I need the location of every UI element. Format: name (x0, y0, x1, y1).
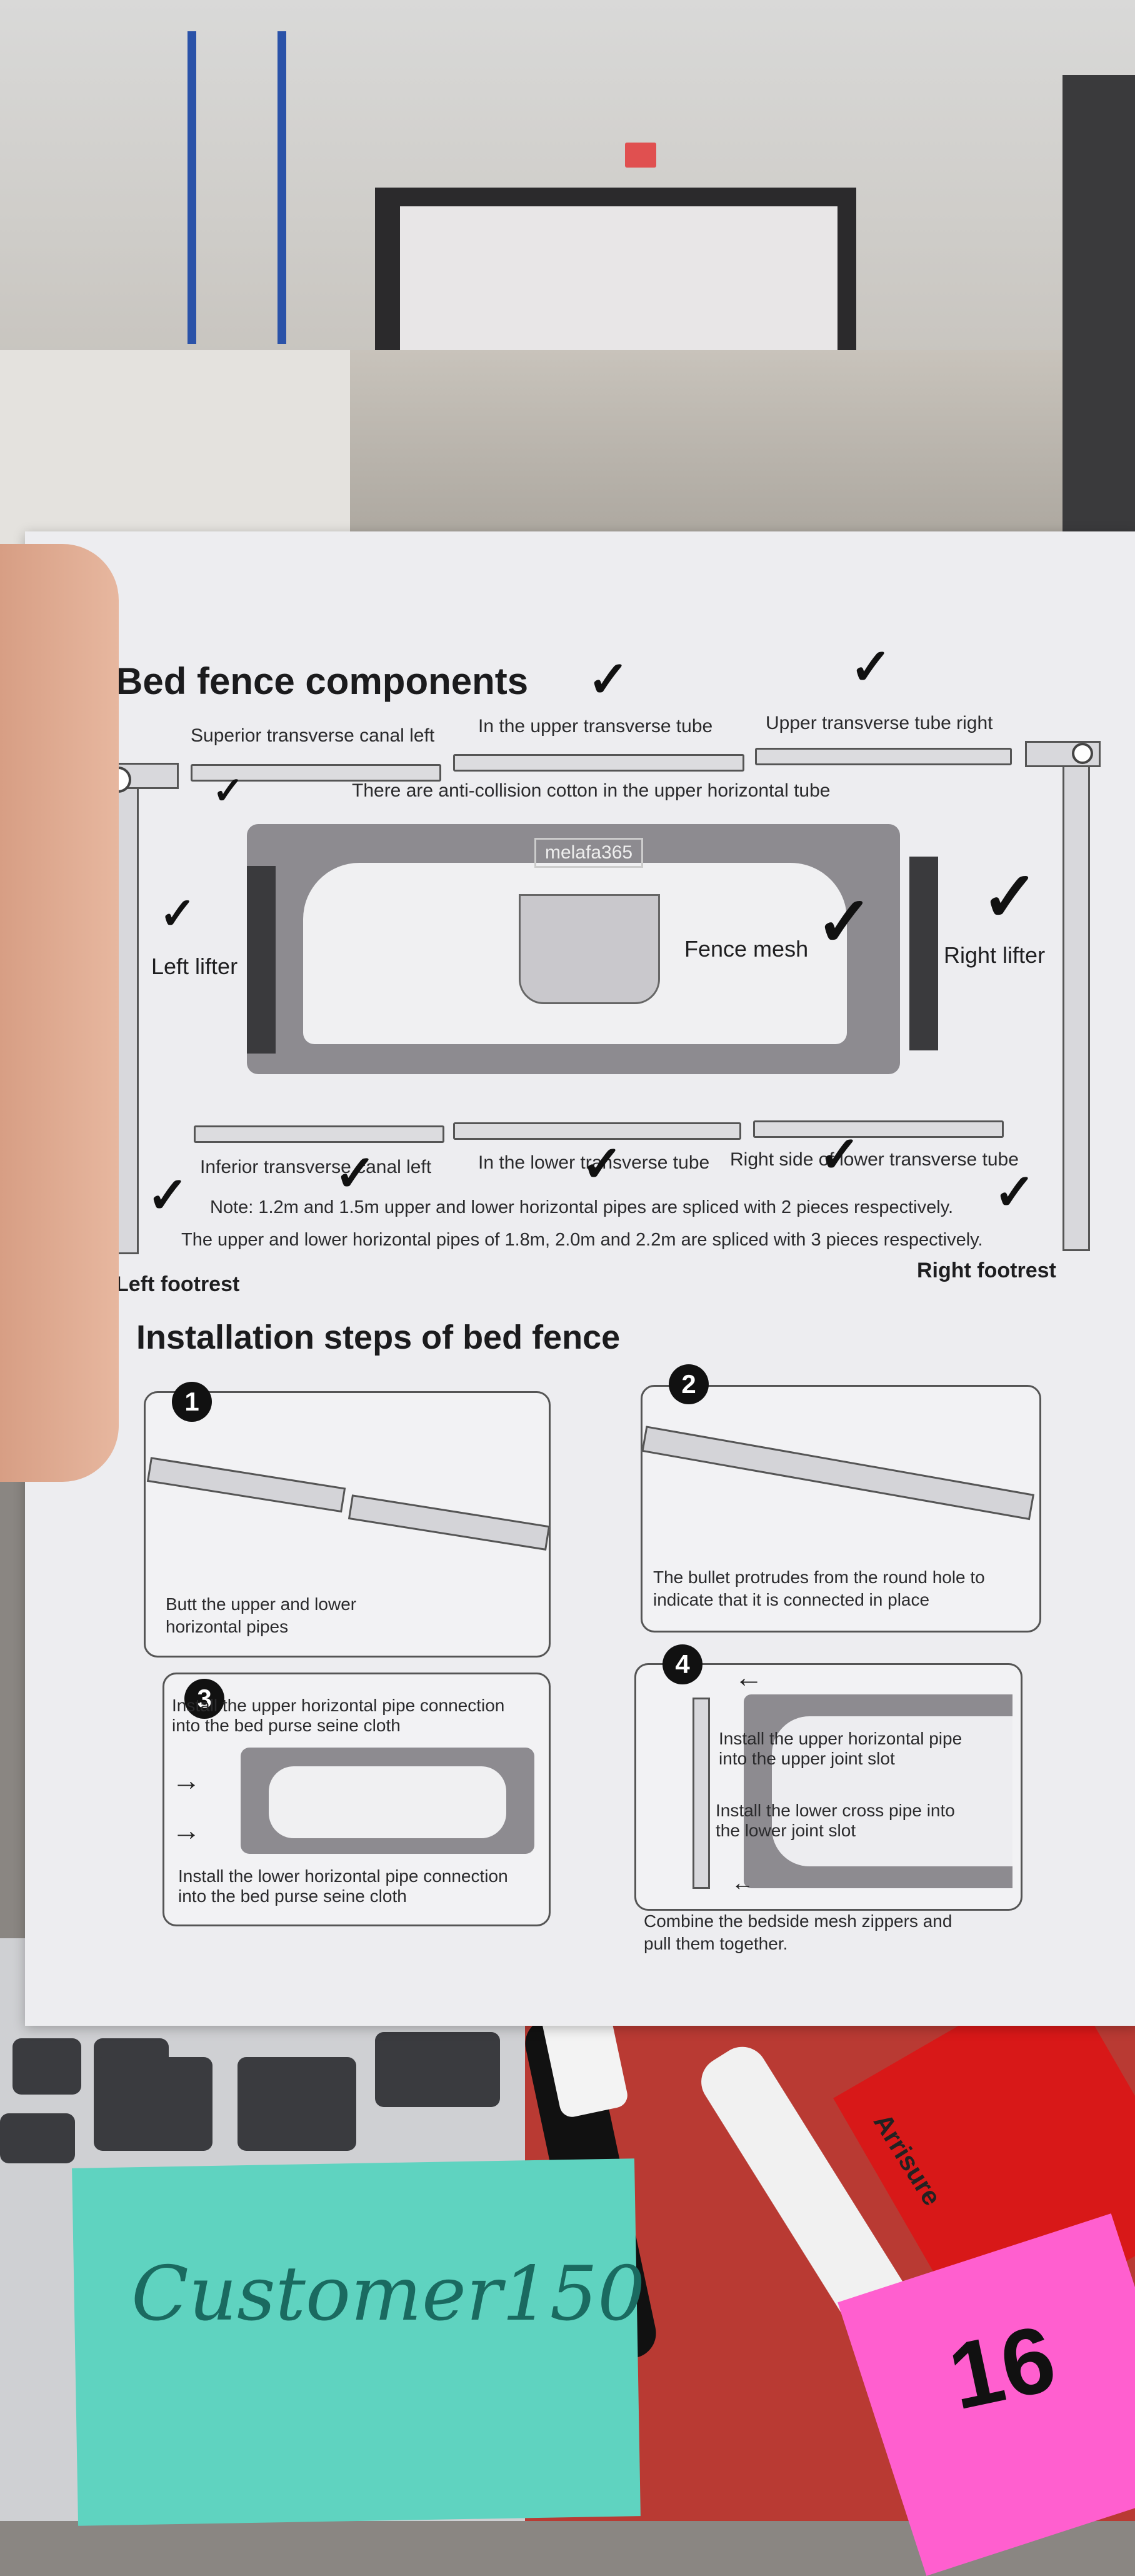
step-4-text-b: Install the lower cross pipe into the lo… (716, 1801, 955, 1840)
label-right-lifter: Right lifter (944, 942, 1046, 968)
checkmark: ✓ (212, 770, 244, 812)
note-line-1: Note: 1.2m and 1.5m upper and lower hori… (210, 1197, 954, 1217)
label-right-footrest: Right footrest (917, 1259, 1056, 1282)
label-top-right-tube: Upper transverse tube right (766, 713, 993, 733)
label-bottom-right-tube: Right side of lower transverse tube (730, 1149, 1019, 1170)
step-4-post (692, 1698, 710, 1889)
right-lifter-post (1062, 741, 1090, 1251)
arrow-right-icon: → (172, 1814, 201, 1846)
brand-logo: melafa365 (534, 838, 644, 868)
background-dark-panel (1062, 75, 1135, 575)
sticky-note-teal (72, 2158, 641, 2526)
installation-title: Installation steps of bed fence (136, 1319, 621, 1356)
fence-left-bar (247, 866, 276, 1054)
background-window-glass (400, 206, 838, 375)
step-3-text-bottom: Install the lower horizontal pipe connec… (178, 1866, 508, 1906)
fence-mesh-pocket (519, 894, 660, 1004)
laptop-key (94, 2057, 212, 2151)
label-left-lifter: Left lifter (151, 953, 238, 979)
hand-thumb (0, 544, 119, 1482)
step-3-text-top: Install the upper horizontal pipe connec… (172, 1696, 505, 1735)
laptop-key (375, 2032, 500, 2107)
checkmark: ✓ (819, 1127, 861, 1182)
step-4-text-a: Install the upper horizontal pipe into t… (719, 1729, 962, 1768)
label-bottom-middle-tube: In the lower transverse tube (478, 1152, 710, 1173)
checkmark: ✓ (581, 1136, 624, 1192)
label-top-left-tube: Superior transverse canal left (191, 725, 435, 746)
label-anti-collision: There are anti-collision cotton in the u… (352, 780, 831, 801)
label-left-footrest: Left footrest (116, 1272, 240, 1296)
page-title: Bed fence components (116, 660, 529, 702)
sticky-note-text: Customer150 (131, 2251, 646, 2338)
label-bottom-left-tube: Inferior transverse canal left (200, 1157, 432, 1177)
step-4-number: 4 (662, 1644, 702, 1684)
tube-top-left (191, 764, 441, 782)
right-knob (1072, 743, 1093, 764)
checkmark: ✓ (334, 1145, 377, 1201)
fence-right-bar (909, 857, 938, 1050)
tube-bottom-left (194, 1125, 444, 1143)
checkmark: ✓ (994, 1164, 1036, 1220)
step-4-mesh-window (772, 1716, 1012, 1866)
tube-bottom-middle (453, 1122, 741, 1140)
tube-top-right (755, 748, 1012, 765)
exit-sign (625, 143, 656, 168)
laptop-key (0, 2113, 75, 2163)
checkmark: ✓ (159, 889, 196, 938)
step-3-mesh-window (269, 1766, 506, 1838)
step-2-text: The bullet protrudes from the round hole… (653, 1567, 985, 1609)
checkmark: ✓ (147, 1167, 189, 1223)
label-top-middle-tube: In the upper transverse tube (478, 716, 713, 737)
tube-bottom-right (753, 1120, 1004, 1138)
laptop-key (12, 2038, 81, 2095)
note-line-2: The upper and lower horizontal pipes of … (181, 1230, 983, 1250)
step-4-caption: Combine the bedside mesh zippers and pul… (644, 1911, 952, 1953)
checkmark: ✓ (850, 639, 892, 695)
tube-top-middle (453, 754, 744, 772)
checkmark: ✓ (588, 652, 630, 707)
step-3-number: 3 (184, 1679, 224, 1719)
arrow-left-icon: ← (734, 1661, 763, 1693)
step-1-number: 1 (172, 1382, 212, 1422)
arrow-right-icon: → (172, 1764, 201, 1796)
background-counter (0, 350, 350, 550)
label-fence-mesh: Fence mesh (684, 936, 809, 962)
step-1-text: Butt the upper and lower horizontal pipe… (166, 1594, 357, 1636)
laptop-key (238, 2057, 356, 2151)
step-2-number: 2 (669, 1364, 709, 1404)
pink-note-text: 16 (940, 2305, 1064, 2430)
checkmark: ✓ (816, 883, 874, 960)
arrow-left-icon: ← (731, 1869, 754, 1895)
checkmark: ✓ (981, 858, 1039, 935)
background-shelf (188, 31, 286, 344)
